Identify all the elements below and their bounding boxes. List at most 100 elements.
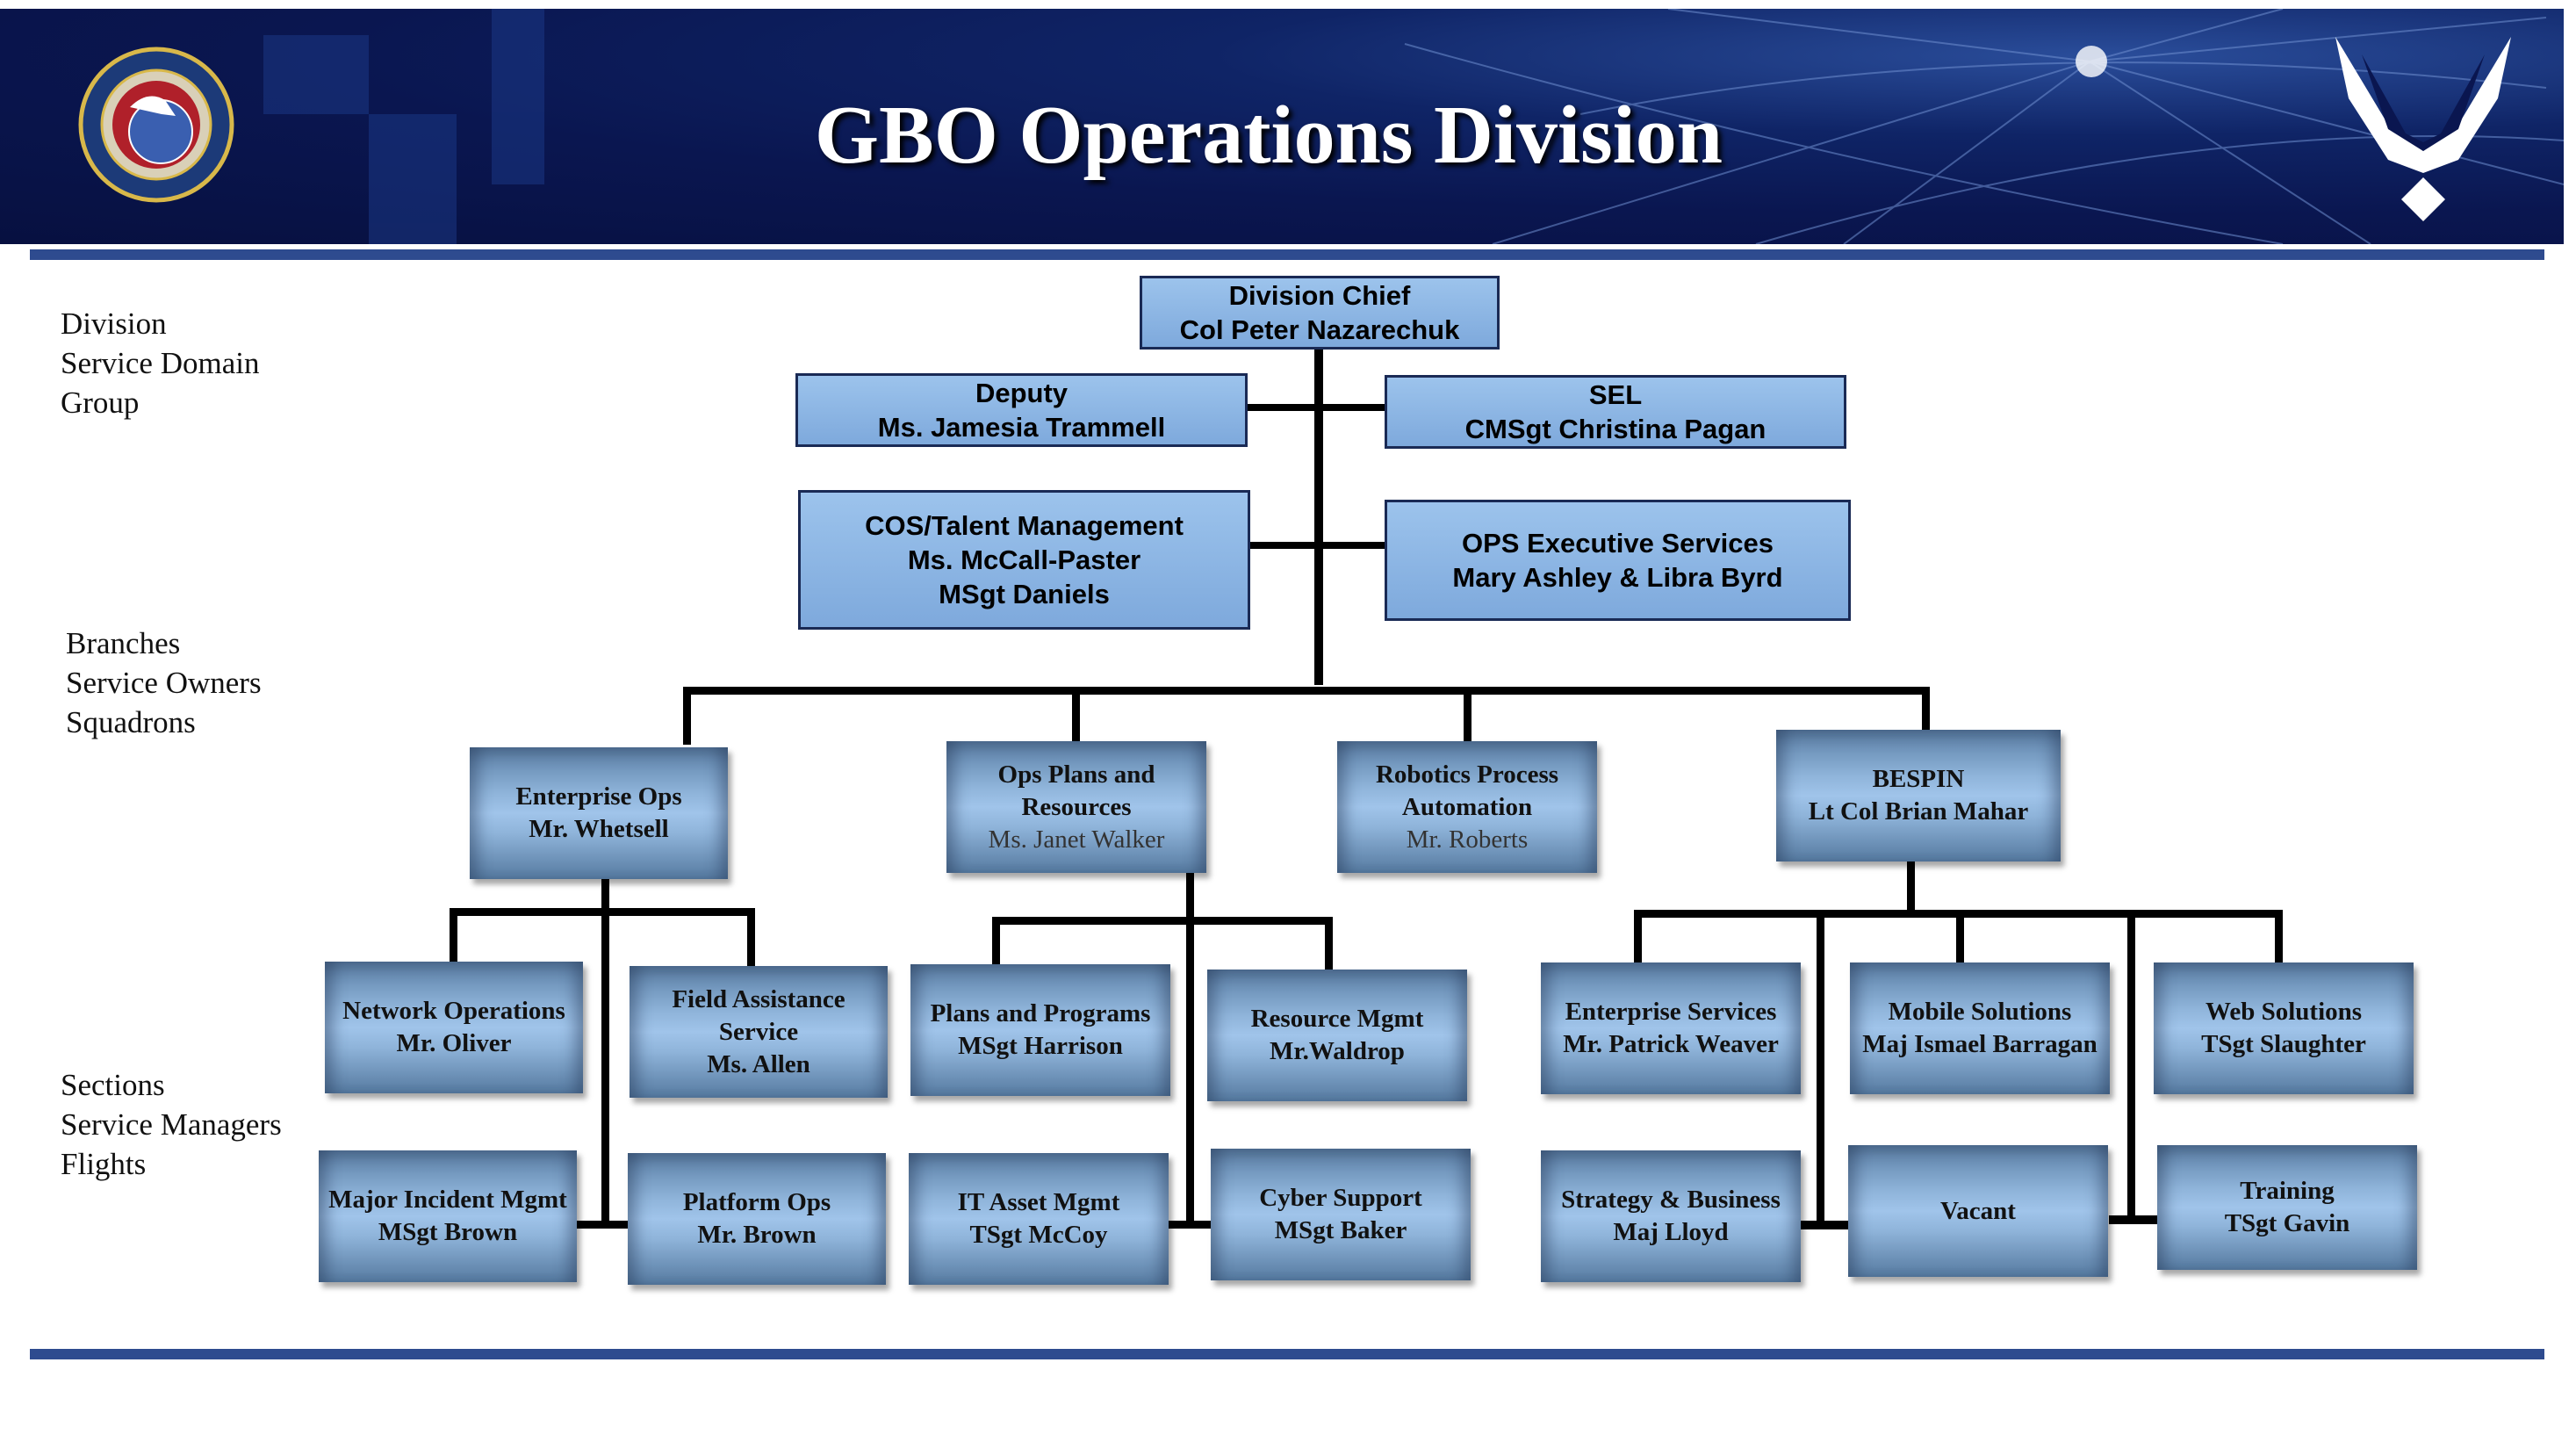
air-force-wings-icon	[2335, 37, 2511, 221]
connector-line	[685, 687, 1930, 695]
box-person: Ms. Jamesia Trammell	[877, 412, 1166, 443]
box-title: COS/Talent Management	[865, 510, 1184, 541]
box-title: Automation	[1401, 792, 1533, 821]
org-box-vacant[interactable]: Vacant	[1848, 1145, 2108, 1277]
connector-line	[1325, 917, 1333, 971]
box-title: Enterprise Services	[1565, 998, 1777, 1026]
connector-line	[683, 687, 691, 745]
connector-line	[992, 917, 1000, 966]
connector-line	[1247, 404, 1385, 411]
level-text: Sections	[61, 1068, 165, 1102]
box-person: TSgt Gavin	[2224, 1209, 2350, 1237]
connector-line	[747, 908, 755, 966]
org-box-bespin[interactable]: BESPIN Lt Col Brian Mahar	[1776, 730, 2061, 861]
box-person: CMSgt Christina Pagan	[1464, 414, 1767, 444]
box-title: Network Operations	[342, 997, 565, 1025]
box-person: Ms. Janet Walker	[988, 825, 1165, 854]
box-person: Maj Lloyd	[1613, 1218, 1729, 1246]
connector-line	[2109, 1215, 2157, 1224]
connector-line	[1072, 687, 1080, 741]
box-person: MSgt Daniels	[939, 579, 1110, 609]
box-title: OPS Executive Services	[1461, 528, 1774, 559]
connector-line	[1817, 910, 1824, 1228]
top-divider	[30, 249, 2544, 260]
box-person: Mr. Whetsell	[529, 815, 669, 843]
level-text: Service Owners	[66, 666, 262, 700]
box-title: Ops Plans and	[997, 760, 1155, 789]
connector-line	[1247, 542, 1385, 549]
box-person: Mr. Oliver	[396, 1029, 512, 1057]
bottom-divider	[30, 1349, 2544, 1359]
box-title: Platform Ops	[682, 1188, 831, 1216]
box-title: Enterprise Ops	[515, 782, 682, 811]
box-title: Web Solutions	[2205, 998, 2363, 1026]
box-title: Training	[2240, 1177, 2335, 1205]
box-title: Deputy	[975, 378, 1069, 408]
connector-line	[577, 1221, 630, 1229]
box-person: MSgt Brown	[378, 1218, 518, 1246]
aflcmc-logo-icon	[78, 47, 234, 203]
box-person: Ms. Allen	[707, 1049, 810, 1078]
box-title: Mobile Solutions	[1888, 998, 2072, 1026]
level-text: Branches	[66, 626, 181, 660]
page-title: GBO Operations Division	[814, 90, 1723, 181]
box-person: TSgt Slaughter	[2201, 1030, 2366, 1058]
connector-line	[1956, 910, 1964, 962]
header-banner: GBO Operations Division	[0, 9, 2564, 244]
box-title: Major Incident Mgmt	[328, 1186, 567, 1214]
box-title: SEL	[1588, 379, 1643, 410]
box-person: Maj Ismael Barragan	[1862, 1030, 2097, 1058]
box-title: Vacant	[1940, 1196, 2016, 1225]
connector-line	[601, 879, 609, 1229]
connector-line	[1464, 687, 1471, 741]
connector-line	[992, 917, 1333, 925]
box-title: Service	[718, 1017, 799, 1046]
connector-line	[1907, 861, 1915, 915]
box-title: Division Chief	[1228, 280, 1411, 311]
connector-line	[2127, 910, 2135, 1222]
level-text: Flights	[61, 1147, 147, 1181]
box-person: Mr. Patrick Weaver	[1563, 1030, 1779, 1058]
box-title: Resource Mgmt	[1250, 1005, 1424, 1033]
box-title: BESPIN	[1872, 765, 1965, 793]
connector-line	[2275, 910, 2283, 962]
level-text: Service Managers	[61, 1107, 282, 1142]
org-box-sel[interactable]: SEL CMSgt Christina Pagan	[1385, 375, 1846, 449]
box-person: Lt Col Brian Mahar	[1808, 797, 2029, 825]
box-person: Col Peter Nazarechuk	[1179, 314, 1460, 345]
box-person: Mr. Brown	[697, 1221, 817, 1249]
level-text: Squadrons	[66, 705, 196, 739]
network-lines-decoration	[263, 9, 2564, 244]
box-person: TSgt McCoy	[969, 1221, 1108, 1249]
box-person: Mary Ashley & Libra Byrd	[1452, 562, 1783, 593]
connector-line	[1634, 910, 1642, 962]
box-title: Robotics Process	[1375, 760, 1559, 789]
connector-line	[1186, 872, 1194, 1228]
box-person: Mr. Roberts	[1406, 825, 1529, 854]
connector-line	[1168, 1221, 1212, 1229]
